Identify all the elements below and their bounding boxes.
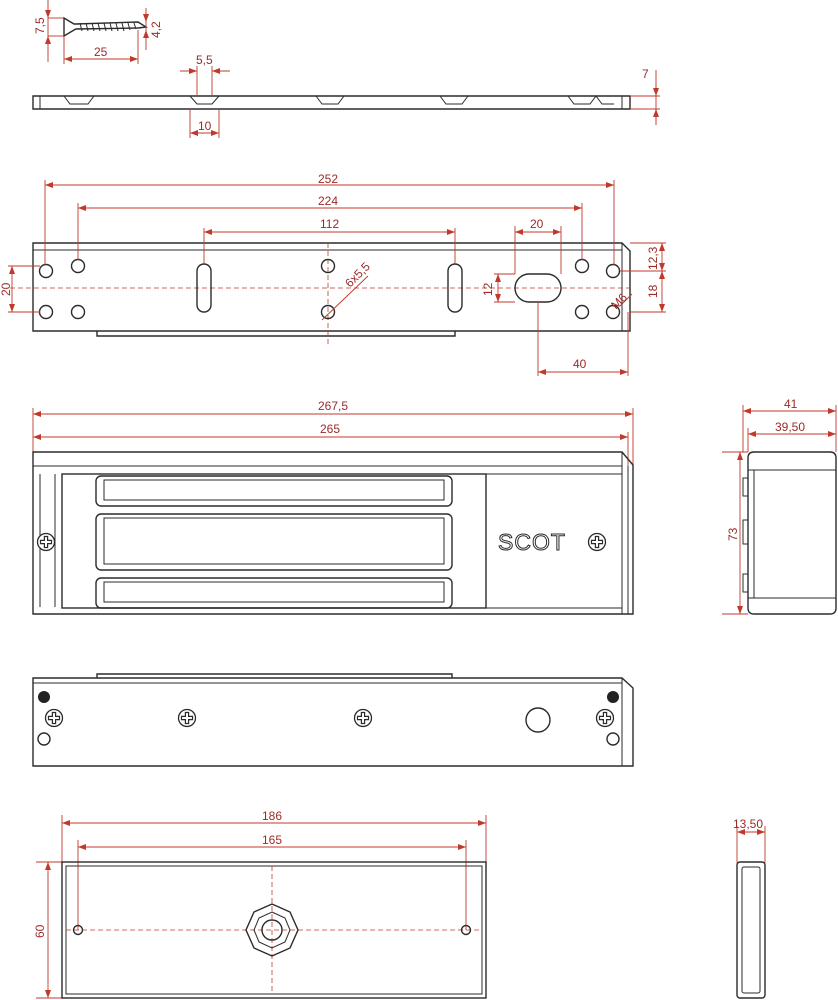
armature-outer-dim: 186 [262, 809, 282, 823]
oval-offset-dim: 40 [573, 357, 587, 371]
plate-height-dim: 20 [0, 282, 13, 296]
side-inner-dim: 39,50 [775, 420, 805, 434]
right-bottom-dim: 18 [646, 284, 660, 298]
armature-front-view: 186 165 60 [33, 809, 487, 999]
screw-thread-dim: 4,2 [149, 21, 163, 38]
plate-front-view: 252 224 112 20 20 12 12,3 18 40 6x5,5 [0, 172, 666, 376]
side-outer-dim: 41 [784, 397, 798, 411]
oval-width-dim: 20 [530, 217, 544, 231]
screw-length-dim: 25 [94, 45, 108, 59]
slot-bottom-dim: 10 [198, 119, 212, 133]
plate-holes-dim: 224 [318, 194, 338, 208]
armature-side-view: 13,50 [733, 817, 766, 999]
armature-height-dim: 60 [33, 924, 47, 938]
magnet-back-view [32, 673, 634, 767]
armature-holes-dim: 165 [262, 833, 282, 847]
oval-height-dim: 12 [481, 282, 495, 296]
magnet-front-view: 267,5 265 SCOT [32, 399, 634, 615]
plate-total-dim: 252 [318, 172, 338, 186]
armature-thickness-dim: 13,50 [733, 817, 763, 831]
screw-head-dim: 7,5 [33, 17, 47, 34]
magnet-side-view: 41 39,50 73 [722, 397, 837, 615]
slot-top-dim: 5,5 [196, 53, 213, 67]
magnet-outer-dim: 267,5 [318, 399, 348, 413]
thread-label: M6 [608, 290, 630, 312]
plate-thickness-dim: 7 [642, 67, 649, 81]
brand-logo: SCOT [498, 529, 566, 555]
plate-slots-dim: 112 [320, 217, 339, 231]
magnet-inner-dim: 265 [320, 422, 340, 436]
right-top-dim: 12,3 [646, 246, 660, 270]
plate-edge-view: 5,5 10 7 [32, 53, 660, 138]
side-height-dim: 73 [726, 527, 740, 541]
screw-view: 7,5 4,2 25 [33, 0, 163, 64]
